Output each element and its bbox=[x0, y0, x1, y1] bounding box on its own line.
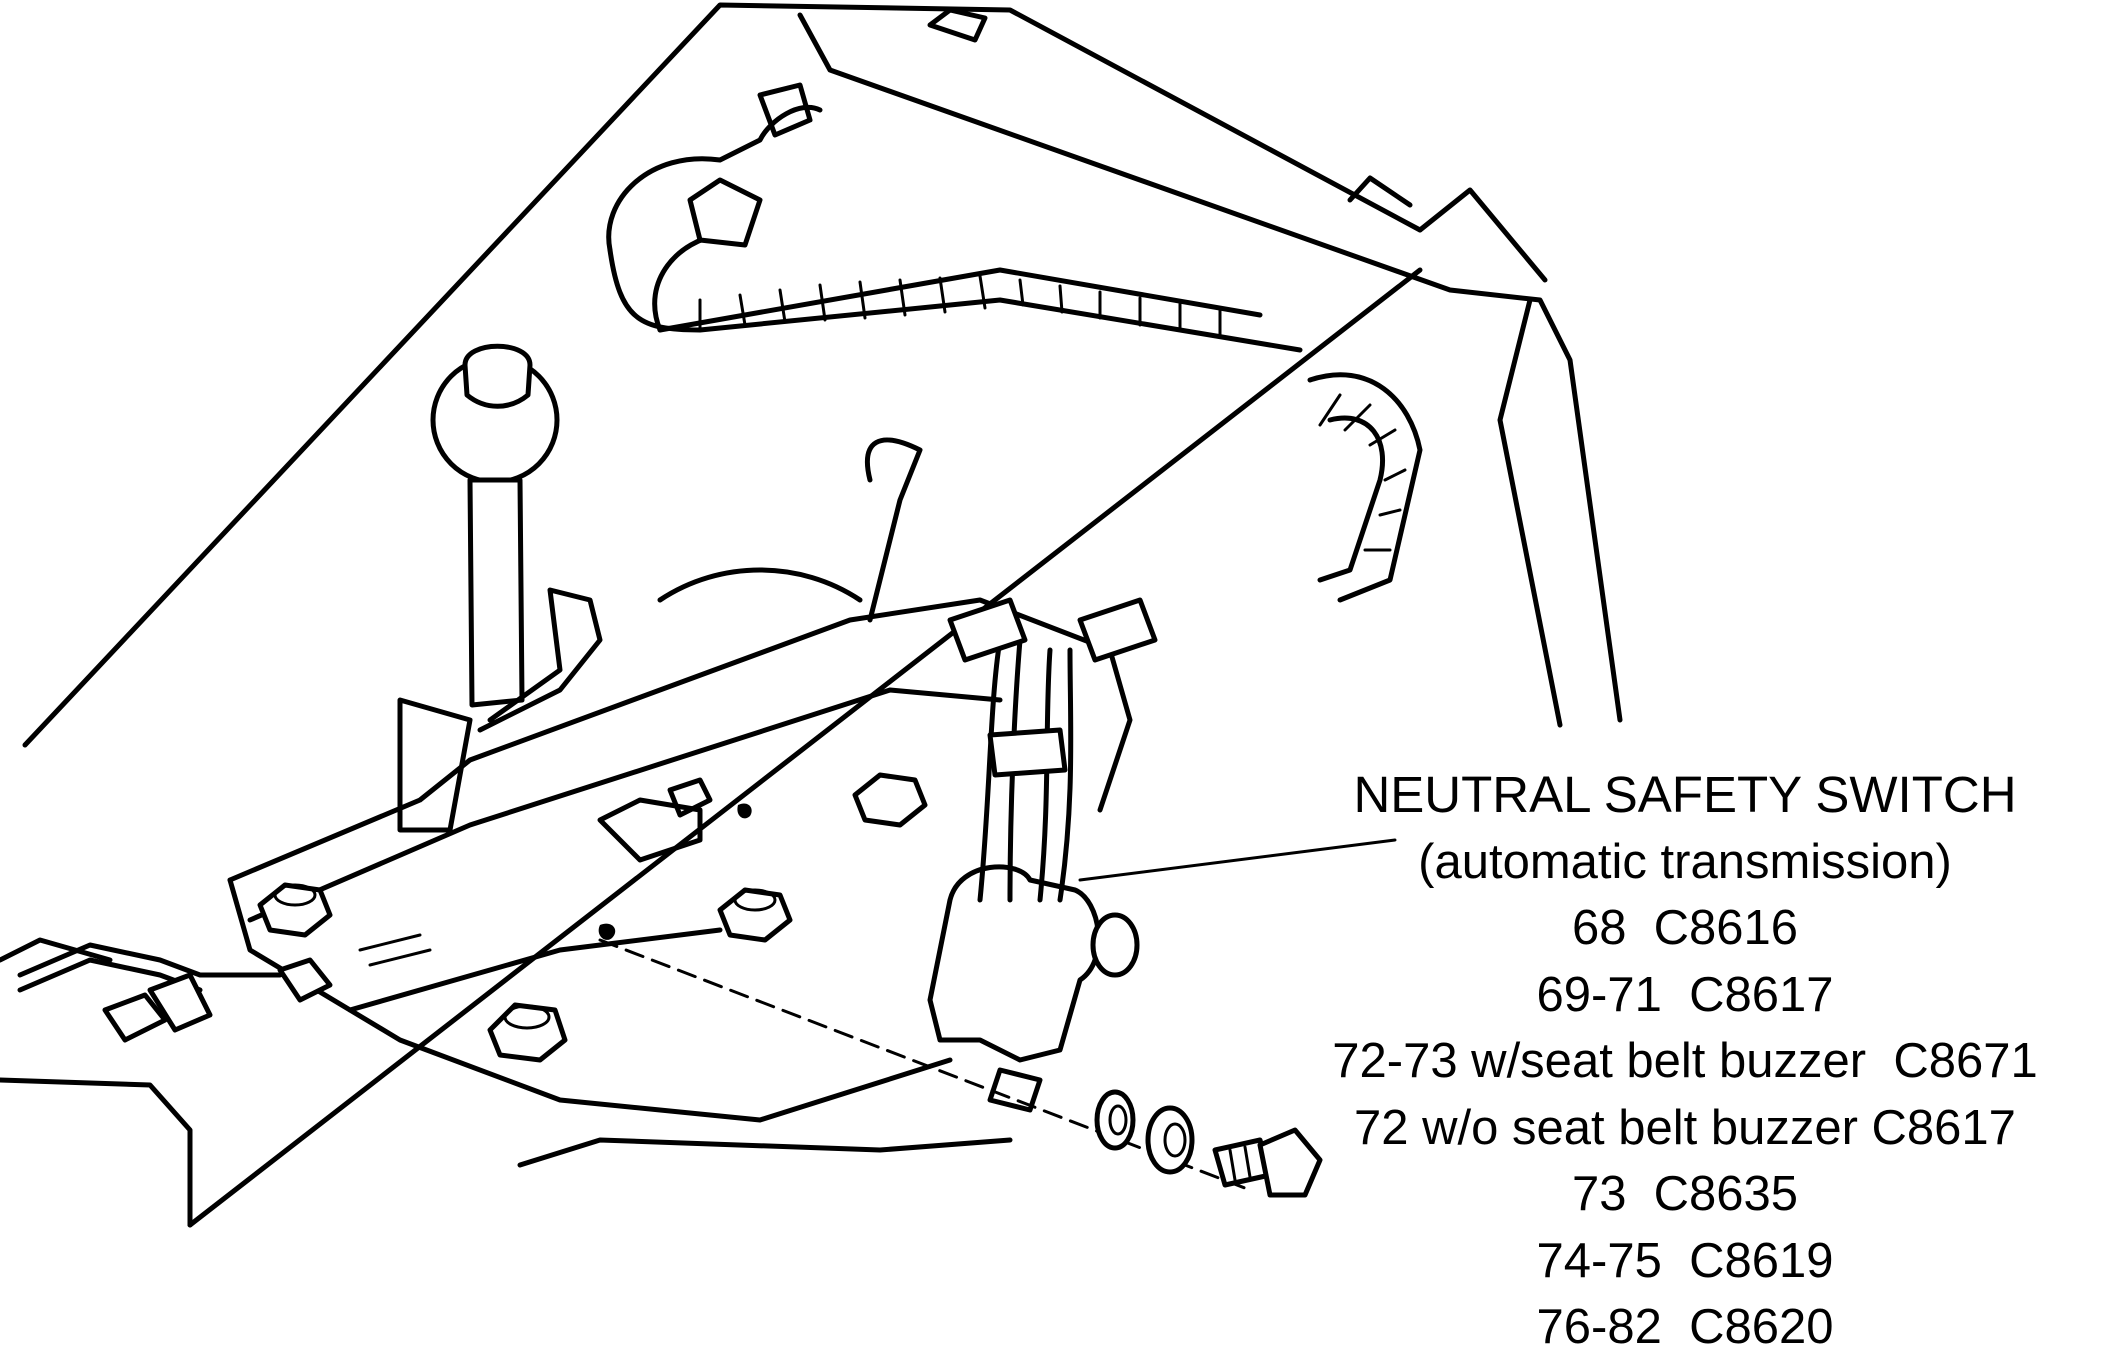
installation-axis-line bbox=[598, 938, 1252, 1192]
wiring-harness-loom bbox=[606, 82, 1423, 603]
neutral-safety-switch bbox=[927, 597, 1158, 1113]
callout-leader-line bbox=[1078, 838, 1397, 882]
mounting-nut-front bbox=[257, 882, 333, 938]
mounting-nut-center bbox=[717, 887, 793, 943]
callout-entry: 76-82 C8620 bbox=[1536, 1300, 1834, 1354]
left-cable-and-connector bbox=[17, 933, 432, 1043]
mounting-nut-rear bbox=[487, 1002, 568, 1063]
callout-subtitle: (automatic transmission) bbox=[1418, 834, 1952, 889]
callout-entry: 68 C8616 bbox=[1571, 901, 1799, 955]
part-callout: NEUTRAL SAFETY SWITCH (automatic transmi… bbox=[1260, 762, 2110, 1355]
callout-entry: 69-71 C8617 bbox=[1536, 967, 1834, 1022]
callout-title: NEUTRAL SAFETY SWITCH bbox=[1353, 766, 2017, 823]
callout-entry: 74-75 C8619 bbox=[1536, 1233, 1834, 1288]
callout-entry: 73 C8635 bbox=[1571, 1167, 1799, 1221]
callout-entry: 72 w/o seat belt buzzer C8617 bbox=[1354, 1100, 2016, 1155]
mounting-screw bbox=[1212, 1127, 1323, 1198]
console-body-outline bbox=[0, 2, 1623, 1228]
shifter-base-plate bbox=[227, 437, 1133, 1123]
flat-washer bbox=[1145, 1105, 1195, 1175]
mounting-nut-upper bbox=[852, 772, 928, 828]
shift-lever-and-knob bbox=[430, 343, 560, 708]
callout-entry: 72-73 w/seat belt buzzer C8671 bbox=[1332, 1034, 2038, 1088]
lock-washer bbox=[1094, 1089, 1136, 1151]
